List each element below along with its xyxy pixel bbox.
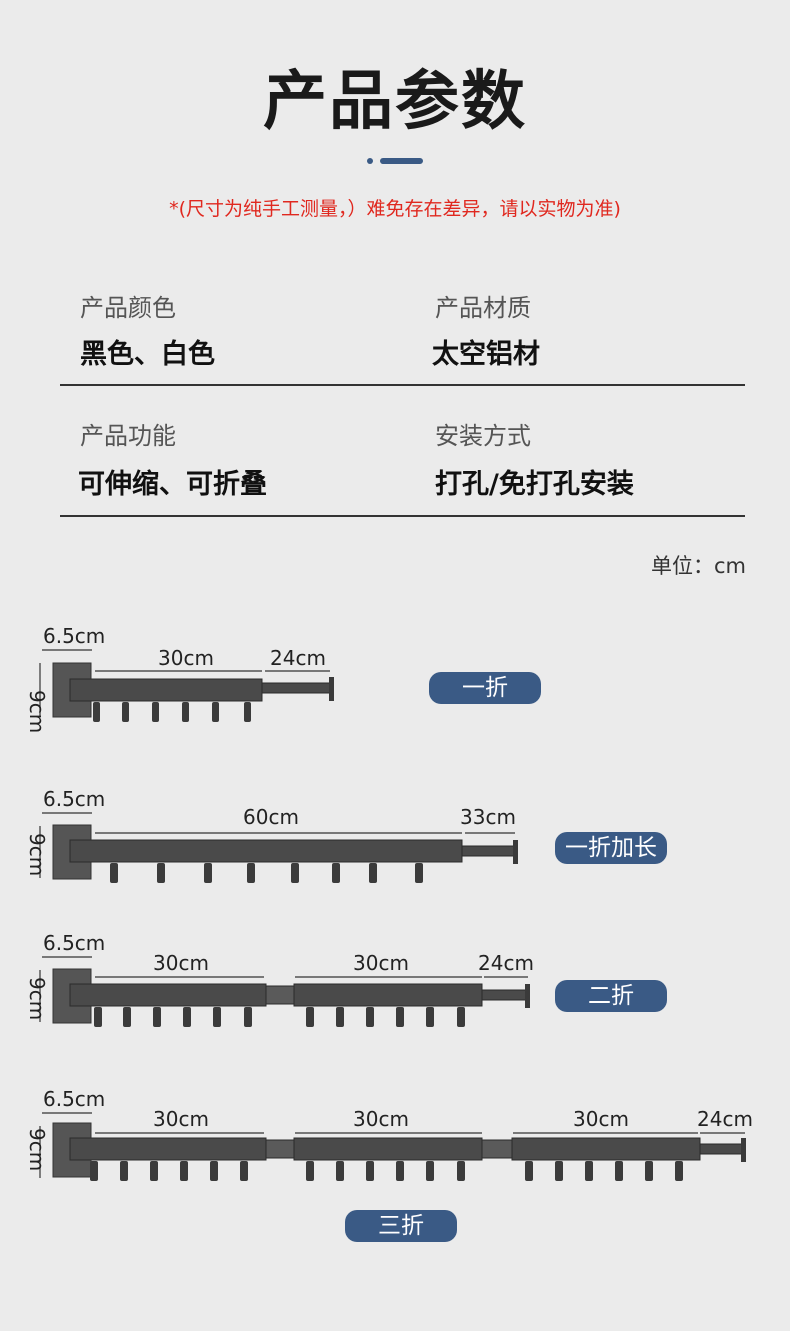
extension-length-label: 24cm xyxy=(697,1107,753,1131)
spec-label-function: 产品功能 xyxy=(80,422,176,450)
segment-length-label: 30cm xyxy=(153,1107,209,1131)
title-accent-dot xyxy=(367,158,373,164)
segment-length-label: 30cm xyxy=(353,951,409,975)
rack-diagram-triple: 6.5cm 30cm 30cm 30cm 24cm 9cm xyxy=(25,1087,753,1181)
unit-label: 单位：cm xyxy=(650,554,746,578)
height-label: 9cm xyxy=(25,690,49,733)
segment-length-label: 30cm xyxy=(153,951,209,975)
measurement-note: *(尺寸为纯手工测量，）难免存在差异，请以实物为准) xyxy=(169,198,621,220)
spec-label-install: 安装方式 xyxy=(435,422,531,450)
height-label: 9cm xyxy=(25,833,49,876)
badge-triple-fold: 三折 xyxy=(345,1210,457,1242)
badge-single-fold-extended: 一折加长 xyxy=(555,832,667,864)
height-label: 9cm xyxy=(25,1128,49,1171)
segment-length-label: 60cm xyxy=(243,805,299,829)
extension-length-label: 24cm xyxy=(478,951,534,975)
spec-divider xyxy=(60,515,745,517)
spec-value-color: 黑色、白色 xyxy=(80,339,215,370)
rack-diagram-double: 6.5cm 30cm 30cm 24cm 9cm xyxy=(25,931,534,1027)
spec-label-color: 产品颜色 xyxy=(80,294,176,322)
rack-diagram-single-extended: 6.5cm 60cm 33cm 9cm xyxy=(25,787,518,883)
segment-length-label: 30cm xyxy=(573,1107,629,1131)
extension-length-label: 33cm xyxy=(460,805,516,829)
spec-value-install: 打孔/免打孔安装 xyxy=(435,469,634,500)
page-title: 产品参数 xyxy=(263,65,527,139)
height-label: 9cm xyxy=(25,977,49,1020)
spec-value-material: 太空铝材 xyxy=(432,339,540,370)
badge-single-fold: 一折 xyxy=(429,672,541,704)
extension-length-label: 24cm xyxy=(270,646,326,670)
spec-label-material: 产品材质 xyxy=(435,294,531,322)
dimension-arrows xyxy=(39,649,330,717)
spec-value-function: 可伸缩、可折叠 xyxy=(78,469,267,500)
mount-width-label: 6.5cm xyxy=(43,787,105,811)
spec-divider xyxy=(60,384,745,386)
rack-diagram-single: 6.5cm 30cm 24cm 9cm xyxy=(25,624,334,733)
title-accent-bar xyxy=(380,158,423,164)
mount-width-label: 6.5cm xyxy=(43,1087,105,1111)
segment-length-label: 30cm xyxy=(158,646,214,670)
mount-width-label: 6.5cm xyxy=(43,624,105,648)
badge-double-fold: 二折 xyxy=(555,980,667,1012)
segment-length-label: 30cm xyxy=(353,1107,409,1131)
mount-width-label: 6.5cm xyxy=(43,931,105,955)
